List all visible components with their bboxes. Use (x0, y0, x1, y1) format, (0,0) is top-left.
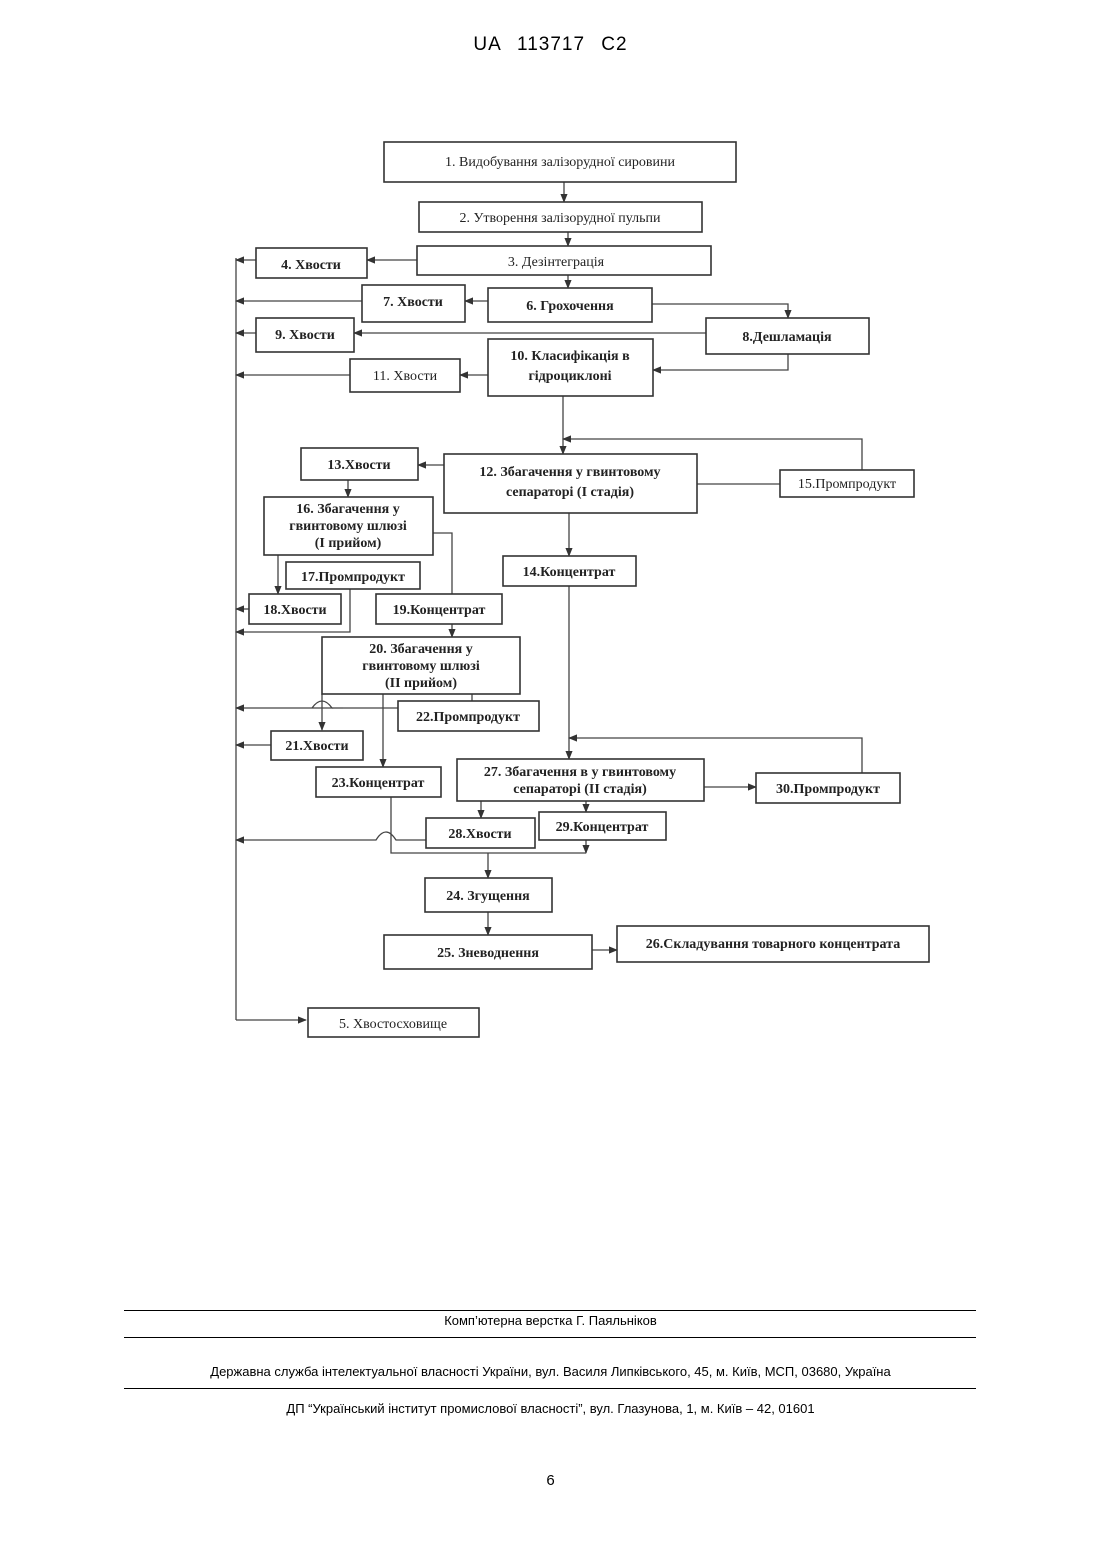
svg-text:18.Хвости: 18.Хвости (263, 603, 326, 618)
node-6: 6. Грохочення (488, 288, 652, 322)
node-23: 23.Концентрат (316, 767, 441, 797)
agency-address: Державна служба інтелектуальної власност… (0, 1364, 1101, 1379)
svg-text:гвинтовому шлюзі: гвинтовому шлюзі (362, 659, 480, 674)
svg-text:28.Хвости: 28.Хвости (448, 827, 511, 842)
svg-text:5. Хвостосховище: 5. Хвостосховище (339, 1017, 447, 1032)
node-29: 29.Концентрат (539, 812, 666, 840)
node-13: 13.Хвости (301, 448, 418, 480)
node-24: 24. Згущення (425, 878, 552, 912)
node-26: 26.Складування товарного концентрата (617, 926, 929, 962)
svg-text:3. Дезінтеграція: 3. Дезінтеграція (508, 255, 605, 270)
node-28: 28.Хвости (426, 818, 535, 848)
svg-text:2. Утворення залізорудної пуль: 2. Утворення залізорудної пульпи (459, 211, 661, 226)
node-22: 22.Промпродукт (398, 701, 539, 731)
node-30: 30.Промпродукт (756, 773, 900, 803)
svg-text:8.Дешламація: 8.Дешламація (742, 330, 832, 345)
svg-text:22.Промпродукт: 22.Промпродукт (416, 710, 520, 725)
svg-text:24. Згущення: 24. Згущення (446, 889, 530, 904)
node-9: 9. Хвости (256, 318, 354, 352)
svg-text:(І прийом): (І прийом) (315, 536, 382, 551)
page-number: 6 (0, 1472, 1101, 1489)
node-12: 12. Збагачення у гвинтовому сепараторі (… (444, 454, 697, 513)
node-3: 3. Дезінтеграція (417, 246, 711, 275)
node-11: 11. Хвости (350, 359, 460, 392)
node-25: 25. Зневоднення (384, 935, 592, 969)
svg-text:27. Збагачення в у гвинтовому: 27. Збагачення в у гвинтовому (484, 765, 676, 780)
node-7: 7. Хвости (362, 285, 465, 322)
svg-text:16. Збагачення у: 16. Збагачення у (296, 502, 400, 517)
svg-text:20. Збагачення у: 20. Збагачення у (369, 642, 473, 657)
svg-text:6. Грохочення: 6. Грохочення (526, 299, 614, 314)
svg-text:12. Збагачення у гвинтовому: 12. Збагачення у гвинтовому (479, 465, 660, 480)
node-1: 1. Видобування залізорудної сировини (384, 142, 736, 182)
node-15: 15.Промпродукт (780, 470, 914, 497)
svg-text:4. Хвости: 4. Хвости (281, 258, 341, 273)
svg-text:10. Класифікація в: 10. Класифікація в (510, 349, 630, 364)
svg-text:сепараторі (ІІ стадія): сепараторі (ІІ стадія) (513, 782, 647, 797)
svg-text:гвинтовому шлюзі: гвинтовому шлюзі (289, 519, 407, 534)
node-4: 4. Хвости (256, 248, 367, 278)
node-10: 10. Класифікація в гідроциклоні (488, 339, 653, 396)
svg-text:19.Концентрат: 19.Концентрат (393, 603, 486, 618)
layout-credit: Комп’ютерна верстка Г. Паяльніков (0, 1313, 1101, 1328)
node-27: 27. Збагачення в у гвинтовому сепараторі… (457, 759, 704, 801)
svg-text:23.Концентрат: 23.Концентрат (332, 776, 425, 791)
node-21: 21.Хвости (271, 731, 363, 760)
node-18: 18.Хвости (249, 594, 341, 624)
svg-text:26.Складування товарного конце: 26.Складування товарного концентрата (646, 937, 900, 952)
institute-address: ДП “Український інститут промислової вла… (0, 1401, 1101, 1416)
footer-rule-middle (124, 1337, 976, 1338)
node-5: 5. Хвостосховище (308, 1008, 479, 1037)
node-14: 14.Концентрат (503, 556, 636, 586)
node-19: 19.Концентрат (376, 594, 502, 624)
svg-text:14.Концентрат: 14.Концентрат (523, 565, 616, 580)
svg-text:сепараторі (І стадія): сепараторі (І стадія) (506, 485, 634, 500)
svg-text:21.Хвости: 21.Хвости (285, 739, 348, 754)
node-16: 16. Збагачення у гвинтовому шлюзі (І при… (264, 497, 433, 555)
svg-text:29.Концентрат: 29.Концентрат (556, 820, 649, 835)
svg-text:гідроциклоні: гідроциклоні (528, 369, 611, 384)
footer-rule-bottom (124, 1388, 976, 1389)
node-2: 2. Утворення залізорудної пульпи (419, 202, 702, 232)
svg-text:15.Промпродукт: 15.Промпродукт (798, 477, 896, 492)
node-20: 20. Збагачення у гвинтовому шлюзі (ІІ пр… (322, 637, 520, 694)
svg-text:7. Хвости: 7. Хвости (383, 295, 443, 310)
node-17: 17.Промпродукт (286, 562, 420, 589)
svg-text:25. Зневоднення: 25. Зневоднення (437, 946, 539, 961)
footer-rule-top (124, 1310, 976, 1311)
svg-text:13.Хвости: 13.Хвости (327, 458, 390, 473)
svg-text:11. Хвости: 11. Хвости (373, 369, 438, 384)
svg-text:30.Промпродукт: 30.Промпродукт (776, 782, 880, 797)
svg-text:17.Промпродукт: 17.Промпродукт (301, 570, 405, 585)
node-8: 8.Дешламація (706, 318, 869, 354)
svg-text:(ІІ прийом): (ІІ прийом) (385, 676, 457, 691)
svg-text:9. Хвости: 9. Хвости (275, 328, 335, 343)
svg-text:1. Видобування залізорудної с: 1. Видобування залізорудної сировини (445, 155, 676, 170)
